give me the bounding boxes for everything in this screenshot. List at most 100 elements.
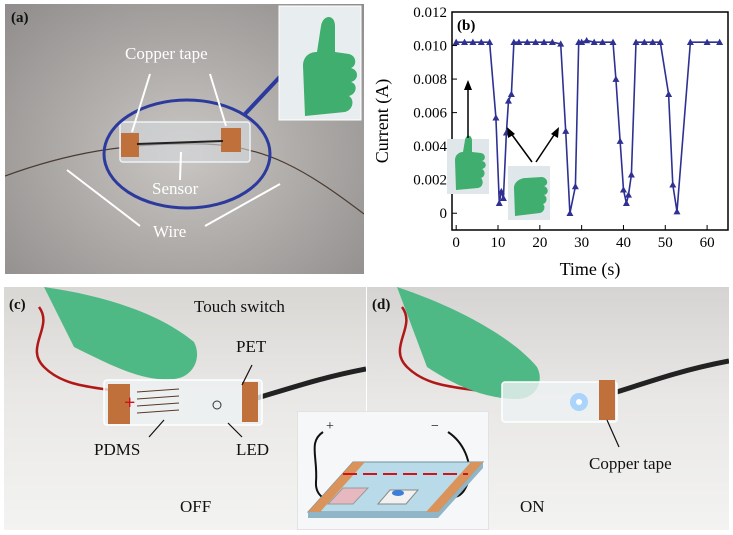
wire-label: Wire	[153, 222, 187, 241]
data-point	[622, 199, 630, 206]
touch-switch-off-illustration: +	[35, 287, 366, 438]
data-point	[649, 38, 657, 45]
x-tick-label: 40	[616, 235, 631, 251]
electrode-line-3	[136, 402, 180, 407]
data-point	[673, 208, 681, 215]
schematic-minus: −	[431, 419, 439, 434]
copper-right-c	[242, 382, 258, 422]
data-point	[640, 38, 648, 45]
data-point	[461, 38, 469, 45]
x-tick-label: 10	[491, 235, 506, 251]
copper-tape-arrow-d	[606, 419, 620, 448]
copper-arrow-right	[209, 73, 227, 127]
switch-device-d	[501, 381, 618, 423]
data-point	[557, 40, 565, 47]
sensor-arrow	[179, 151, 182, 181]
plot-frame	[451, 11, 729, 231]
finger-glove-pressing	[397, 287, 540, 399]
touch-switch-title: Touch switch	[194, 297, 285, 316]
data-point	[507, 90, 515, 97]
y-tick-label: 0.010	[413, 39, 447, 55]
led-component	[212, 400, 222, 410]
data-point	[703, 38, 711, 45]
data-point	[532, 38, 540, 45]
data-point	[499, 194, 507, 201]
data-point	[540, 38, 548, 45]
data-point	[510, 38, 518, 45]
copper-arrow-left	[131, 73, 151, 133]
panel-d-photo: (d) Copper tape ON	[367, 287, 729, 530]
y-tick-label: 0.006	[413, 106, 447, 122]
data-point	[495, 199, 503, 206]
thumb-up-glove-inset	[455, 135, 486, 190]
schematic-copper-right	[426, 462, 483, 512]
data-point	[716, 38, 724, 45]
annotation-arrowhead-left	[507, 127, 515, 138]
copper-right-d	[599, 380, 615, 420]
x-tick-label: 30	[574, 235, 589, 251]
y-tick-label: 0.012	[413, 5, 447, 21]
x-axis-label: Time (s)	[560, 259, 621, 280]
copper-tape-label: Copper tape	[125, 44, 208, 63]
highlight-ellipse	[102, 98, 272, 210]
data-point	[656, 38, 664, 45]
panel-d-label: (d)	[372, 297, 391, 313]
off-state-label: OFF	[180, 497, 212, 516]
electrode-line-2	[136, 395, 180, 400]
copper-tape-label-d: Copper tape	[589, 454, 672, 473]
data-point	[686, 38, 694, 45]
x-tick-label: 20	[532, 235, 547, 251]
pdms-label: PDMS	[94, 440, 141, 459]
data-point	[548, 38, 556, 45]
touch-switch-on-illustration	[397, 287, 729, 448]
data-point	[599, 38, 607, 45]
data-point	[612, 75, 620, 82]
annotation-arrow-right	[535, 131, 557, 163]
red-wire-d	[398, 306, 488, 394]
data-point	[669, 181, 677, 188]
plus-mark: +	[124, 392, 135, 414]
data-point	[665, 90, 673, 97]
panel-c-label: (c)	[9, 297, 26, 313]
copper-left-c	[108, 384, 130, 424]
y-axis-label: Current (A)	[372, 79, 393, 163]
y-tick-label: 0.008	[413, 72, 447, 88]
data-point	[515, 38, 523, 45]
y-tick-label: 0	[440, 206, 448, 222]
data-point	[609, 38, 617, 45]
finger-glove	[44, 287, 198, 380]
data-point	[497, 187, 505, 195]
data-point	[486, 38, 494, 45]
schematic-substrate-edge	[308, 462, 483, 518]
copper-pad-right	[221, 128, 241, 152]
schematic-led-dot	[392, 490, 404, 496]
data-point	[627, 171, 635, 178]
annotation-arrowhead-right	[551, 127, 559, 138]
copper-pad-left	[121, 133, 139, 157]
x-tick-label: 60	[700, 235, 715, 251]
data-point	[562, 127, 570, 134]
schematic-inset: + −	[297, 411, 489, 530]
schematic-plus: +	[326, 419, 334, 434]
x-tick-label: 50	[658, 235, 673, 251]
sensor-photo-illustration	[5, 5, 364, 227]
annotation-arrow-left	[509, 131, 533, 163]
pdms-arrow	[148, 419, 165, 438]
panel-a-label: (a)	[11, 10, 29, 26]
sensor-line	[136, 140, 224, 145]
led-label: LED	[236, 440, 270, 459]
electrode-line-1	[136, 388, 180, 393]
data-point	[571, 182, 579, 190]
data-point	[452, 38, 460, 45]
data-point	[477, 38, 485, 45]
sensor-label: Sensor	[152, 179, 199, 198]
data-point	[469, 38, 477, 45]
schematic-led-block	[376, 489, 420, 505]
data-point	[590, 38, 598, 45]
on-state-label: ON	[520, 497, 545, 516]
data-point	[616, 137, 624, 144]
red-wire	[35, 306, 125, 394]
pet-label: PET	[236, 337, 267, 356]
